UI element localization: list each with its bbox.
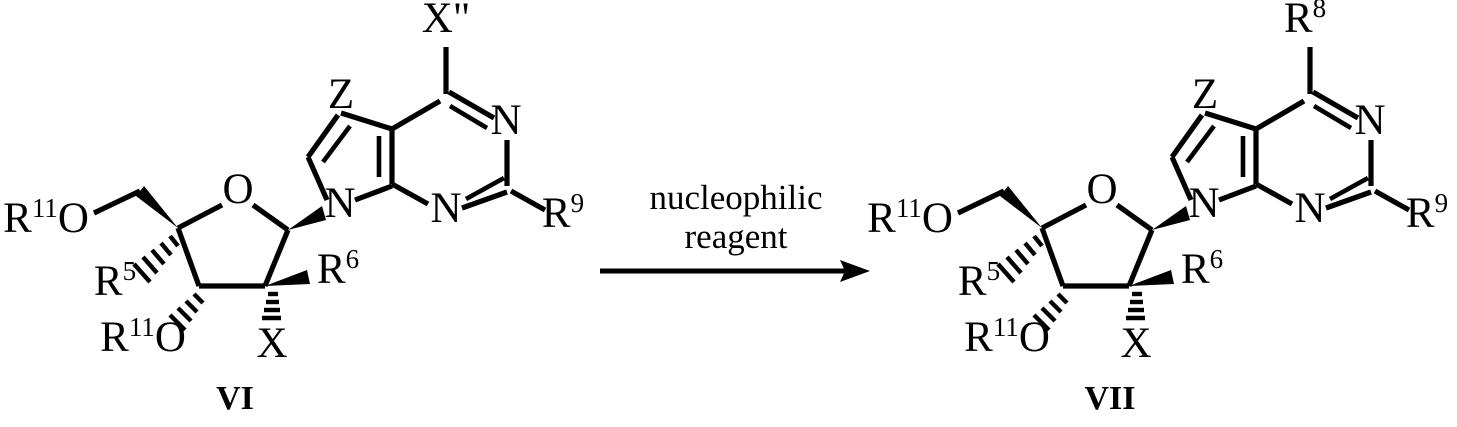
bond-c2-substituent [509, 188, 547, 213]
bond-c6-n1-inner [448, 104, 489, 130]
wedge-c4prime-c5prime-p [1000, 186, 1042, 228]
reactant-label-n3: N [430, 185, 461, 232]
reactant-label-c2-substituent: R9 [542, 188, 584, 237]
reactant-label-c2prime-x: X [256, 320, 287, 367]
bond-c8-n9-p [1169, 155, 1194, 202]
product-label-n9: N [1188, 180, 1219, 227]
bond-c5-c6 [390, 98, 442, 132]
product-label-c2prime-x: X [1120, 320, 1151, 367]
arrow-head [840, 260, 870, 282]
reactant-base-ring: X" Z N N N R9 [305, 0, 584, 237]
wedge-c1prime-n9 [288, 206, 326, 230]
bond-c2-n3-p [1325, 189, 1372, 211]
bond-cz-c8-inner-p [1185, 124, 1216, 164]
wedge-c2prime-r6 [265, 270, 310, 286]
bond-c2-substituent-p [1373, 188, 1411, 213]
bond-c4prime-c3prime-p [1039, 227, 1066, 287]
bond-c4prime-c3prime [175, 227, 202, 287]
reactant-compound-label: VI [216, 380, 254, 417]
bond-c5prime-o-p [956, 188, 1006, 216]
arrow-caption-line-1: nucleophilic [649, 178, 823, 217]
product-label-c6-substituent: R8 [1284, 0, 1326, 42]
bond-n3-c4-p [1254, 181, 1294, 207]
product-label-c2prime-r6: R6 [1181, 244, 1223, 293]
bond-c2-n3-inner-p [1328, 175, 1370, 202]
product-compound-label: VII [1084, 380, 1136, 417]
hash-c3prime-o-p [1032, 292, 1069, 332]
bond-c2prime-c1prime [262, 229, 291, 287]
wedge-c1prime-n9-p [1152, 206, 1190, 230]
bond-n9-c4 [354, 183, 393, 203]
reactant-sugar-ring: O R11O R5 [3, 166, 359, 367]
product-label-n1: N [1354, 97, 1385, 144]
product-label-c2-substituent: R9 [1406, 188, 1448, 237]
product-label-sugar-o: O [1086, 166, 1117, 213]
bond-c6-n1-inner-p [1312, 104, 1353, 130]
bond-n9-c4-p [1218, 183, 1257, 203]
bond-c5-cz [340, 110, 393, 132]
wedge-c4prime-c5prime [136, 186, 178, 228]
hash-c2prime-x [262, 291, 281, 321]
product-structure: R8 Z N N N R9 O R11O [867, 0, 1448, 367]
bond-c2-n3-inner [464, 175, 506, 202]
arrow-caption: nucleophilic reagent [600, 178, 872, 256]
arrow-caption-line-2: reagent [684, 217, 788, 257]
bond-c5prime-o [92, 188, 142, 216]
reactant-structure: X" Z N N N R9 O [3, 0, 584, 367]
product-label-z: Z [1192, 71, 1218, 118]
bond-c6-n1-p [1311, 89, 1360, 121]
product-label-c5prime-oxy: R11O [867, 193, 953, 242]
bond-c2prime-c1prime-p [1126, 229, 1155, 287]
bond-c5-cz-p [1204, 110, 1257, 132]
bond-c6-n1 [447, 89, 496, 121]
hash-c2prime-x-p [1126, 291, 1145, 321]
bond-o4-c1prime [251, 202, 290, 233]
hash-c3prime-o [168, 292, 205, 332]
product-base-ring: R8 Z N N N R9 [1169, 0, 1448, 237]
bond-c5-c6-p [1254, 98, 1306, 132]
reactant-label-sugar-o: O [222, 166, 253, 213]
reactant-label-c5prime-oxy: R11O [3, 193, 89, 242]
bond-cz-c8-p [1169, 113, 1205, 159]
reactant-label-c3prime-oxy: R11O [100, 312, 186, 361]
reactant-label-c2prime-r6: R6 [317, 244, 359, 293]
product-label-c4prime-r5: R5 [958, 256, 1000, 305]
reactant-label-c6-substituent: X" [422, 0, 471, 42]
product-label-n3: N [1294, 185, 1325, 232]
bond-c2-n3 [461, 189, 508, 211]
bond-o4-c4prime [176, 202, 224, 231]
bond-cz-c8-inner [321, 124, 352, 164]
wedge-c2prime-r6-p [1129, 270, 1174, 286]
bond-cz-c8 [305, 113, 341, 159]
hash-c4prime-r5 [132, 234, 180, 284]
bond-o4-c1prime-p [1115, 202, 1154, 233]
reactant-label-n1: N [490, 97, 521, 144]
bond-c8-n9 [305, 155, 330, 202]
hash-c4prime-r5-p [996, 234, 1044, 284]
reactant-label-n9: N [324, 180, 355, 227]
reactant-label-c4prime-r5: R5 [94, 256, 136, 305]
reaction-arrow [600, 260, 870, 282]
bond-o4-c4prime-p [1040, 202, 1088, 231]
product-sugar-ring: O R11O R5 R11O [867, 166, 1223, 367]
product-label-c3prime-oxy: R11O [964, 312, 1050, 361]
bond-n3-c4 [390, 181, 430, 207]
reactant-label-z: Z [328, 71, 354, 118]
